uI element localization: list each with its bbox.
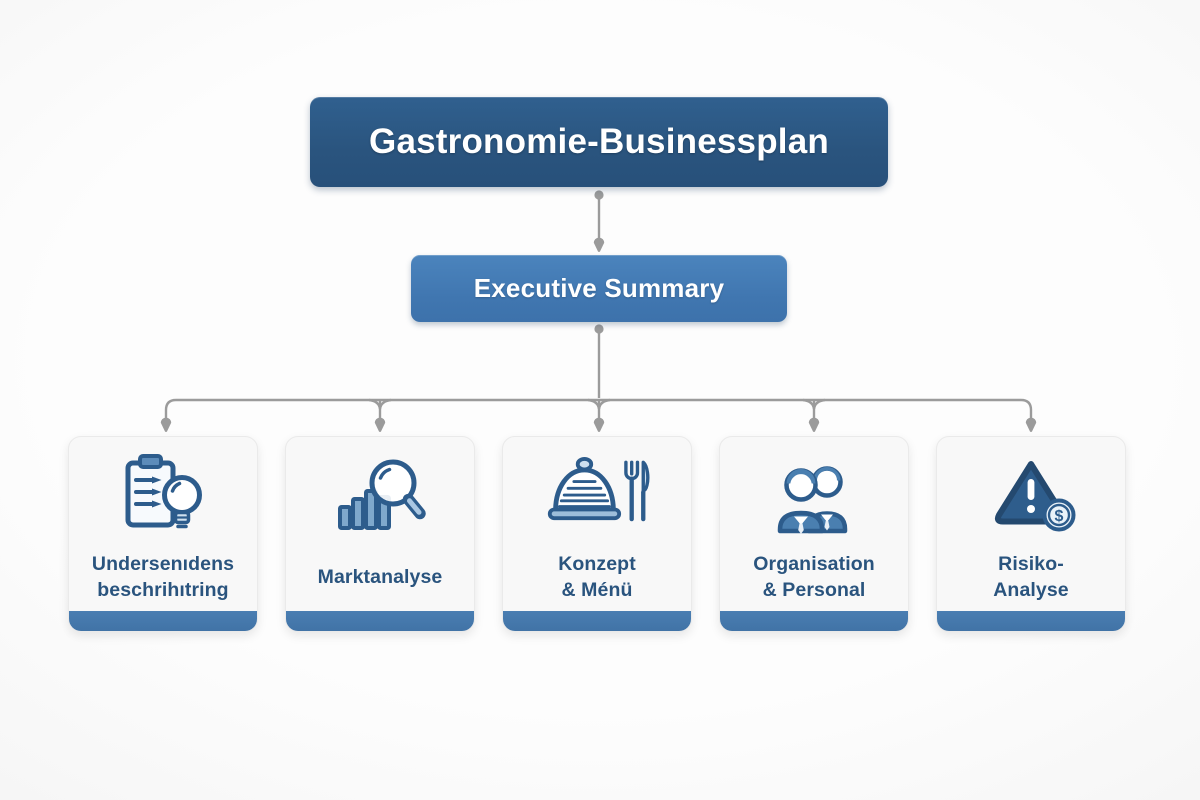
warning-triangle-coin-icon: $	[981, 445, 1081, 547]
card-risiko-analyse: $ Risiko- Analyse	[936, 436, 1126, 632]
card-footer-bar	[69, 611, 257, 631]
card-unternehmensbeschreibung: Undersenıdens beschrihıtring	[68, 436, 258, 632]
executive-summary-label: Executive Summary	[473, 273, 725, 303]
card-konzept-menu: Konzept & Ménü	[502, 436, 692, 632]
card-label: Risiko- Analyse	[993, 553, 1069, 601]
clipboard-lightbulb-icon	[113, 445, 213, 547]
card-footer-bar	[503, 611, 691, 631]
card-marktanalyse: Marktanalyse	[285, 436, 475, 632]
card-footer-bar	[720, 611, 908, 631]
card-label: Undersenıdens beschrihıtring	[91, 553, 235, 601]
dollar-glyph: $	[1055, 508, 1064, 525]
executive-summary-node: Executive Summary	[411, 255, 787, 322]
card-label: Konzept & Ménü	[558, 553, 636, 601]
card-footer-bar	[286, 611, 474, 631]
card-organisation-personal: Organisation & Personal	[719, 436, 909, 632]
root-node-title: Gastronomie-Businessplan	[310, 97, 888, 187]
card-label: Organisation & Personal	[753, 553, 875, 601]
barchart-magnifier-icon	[330, 445, 430, 547]
card-footer-bar	[937, 611, 1125, 631]
cloche-cutlery-icon	[544, 445, 650, 547]
card-label: Marktanalyse	[317, 566, 443, 589]
diagram-title: Gastronomie-Businessplan	[369, 122, 829, 161]
businesspeople-icon	[764, 445, 864, 547]
